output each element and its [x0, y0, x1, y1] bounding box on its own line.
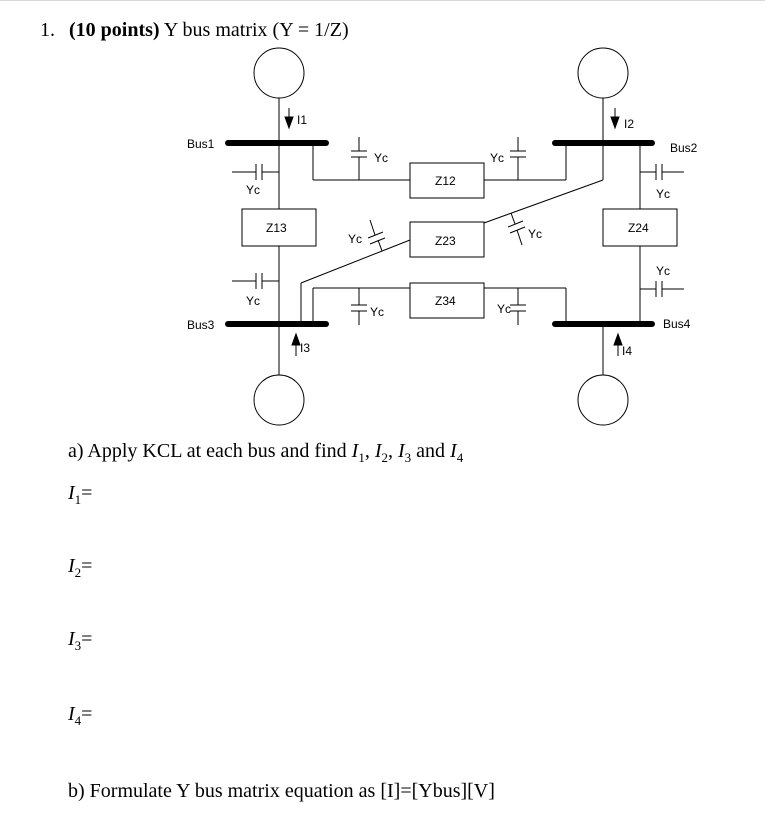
current-i1-label: I1 [297, 113, 307, 127]
part-a-sub-4: 4 [456, 450, 464, 465]
part-a-sub-1: 1 [358, 450, 365, 465]
impedance-z13-box [241, 208, 317, 247]
part-a-and: and [416, 440, 446, 462]
question-title: 1. (10 points) Y bus matrix (Y = 1/Z) [40, 19, 349, 42]
part-a-sub-3: 3 [404, 450, 412, 465]
capacitor-label: Yc [246, 183, 260, 197]
capacitor-bus3-icon [232, 273, 279, 289]
current-i1-arrow-icon [284, 108, 294, 130]
page-top-border [0, 0, 765, 1]
capacitor-label: Yc [497, 302, 511, 316]
current-i3-label: I3 [300, 341, 310, 355]
bus4-label: Bus4 [663, 317, 691, 331]
answer-i3: I3= [68, 628, 92, 654]
capacitor-label: Yc [374, 151, 388, 165]
part-a-text: a) Apply KCL at each bus and find [68, 440, 347, 462]
answer-sub: 2 [74, 565, 82, 580]
capacitor-label: Yc [246, 294, 260, 308]
generator-3-icon [253, 374, 305, 426]
current-i2-label: I2 [624, 117, 634, 131]
part-a-var-3: I [397, 440, 405, 462]
capacitor-z23-right-icon [507, 212, 526, 246]
capacitor-bus1-icon [232, 164, 279, 180]
bus3-label: Bus3 [187, 318, 215, 332]
question-number: 1. [40, 19, 55, 41]
answer-equals: = [81, 628, 93, 650]
four-bus-circuit-diagram: Bus1 Bus2 Bus3 Bus4 I1 I2 I3 I4 Z12 Z13 … [187, 47, 698, 426]
generator-2-icon [577, 47, 629, 99]
impedance-z24-box [602, 208, 678, 247]
answer-i4: I4= [68, 703, 92, 729]
capacitor-label: Yc [370, 305, 384, 319]
answer-var: I [68, 482, 75, 504]
impedance-z34-label: Z34 [435, 294, 456, 308]
impedance-z13-label: Z13 [266, 221, 287, 235]
question-heading: Y bus matrix (Y = 1/Z) [163, 19, 349, 41]
answer-var: I [68, 628, 75, 650]
part-a-var-2: I [374, 440, 382, 462]
capacitor-label: Yc [490, 151, 504, 165]
impedance-z23-box [409, 221, 485, 258]
capacitor-z12-right-icon [510, 137, 526, 180]
answer-sub: 4 [74, 713, 82, 728]
answer-equals: = [81, 703, 93, 725]
capacitor-z12-left-icon [351, 137, 367, 180]
current-i2-arrow-icon [610, 108, 620, 130]
capacitor-label: Yc [656, 187, 670, 201]
generator-4-icon [577, 374, 629, 426]
impedance-z12-box [409, 162, 485, 199]
capacitor-label: Yc [528, 227, 542, 241]
impedance-z24-label: Z24 [628, 221, 649, 235]
capacitor-bus2-icon [640, 164, 684, 180]
capacitor-label: Yc [656, 264, 670, 278]
impedance-z34-box [409, 282, 485, 319]
current-i3-arrow-icon [291, 332, 301, 356]
impedance-z12-label: Z12 [435, 174, 456, 188]
part-a-var-1: I [351, 440, 359, 462]
answer-i1: I1= [68, 482, 92, 508]
capacitor-z34-left-icon [351, 288, 367, 325]
answer-i2: I2= [68, 555, 92, 581]
answer-var: I [68, 703, 75, 725]
answer-sub: 1 [74, 492, 82, 507]
capacitor-bus4-icon [640, 281, 684, 297]
capacitor-z34-right-icon [510, 288, 526, 325]
bus2-label: Bus2 [670, 141, 698, 155]
part-b-prompt: b) Formulate Y bus matrix equation as [I… [68, 780, 495, 802]
current-i4-arrow-icon [613, 332, 623, 356]
question-points: (10 points) [69, 19, 160, 41]
part-a-sub-2: 2 [381, 450, 388, 465]
capacitor-z23-left-icon [367, 219, 386, 252]
current-i4-label: I4 [622, 344, 632, 358]
impedance-z23-label: Z23 [435, 234, 456, 248]
generator-1-icon [253, 47, 305, 99]
capacitor-label: Yc [348, 232, 362, 246]
bus1-label: Bus1 [187, 137, 215, 151]
part-a-var-4: I [450, 440, 457, 462]
answer-equals: = [81, 555, 93, 577]
answer-equals: = [81, 482, 93, 504]
part-a-prompt: a) Apply KCL at each bus and find I1, I2… [68, 440, 464, 465]
answer-sub: 3 [74, 638, 82, 653]
answer-var: I [68, 555, 75, 577]
